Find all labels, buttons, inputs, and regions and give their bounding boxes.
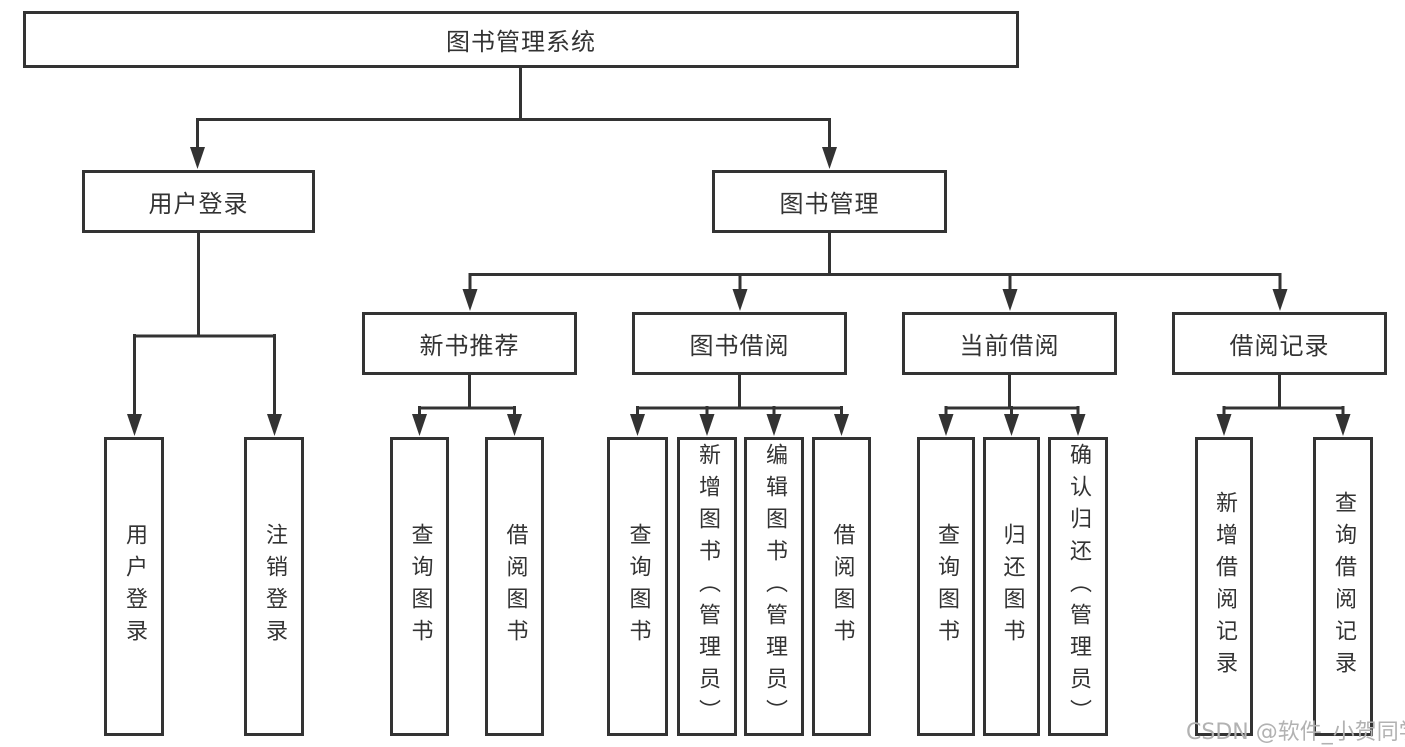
leaf-edit-book-admin: 编辑图书（管理员） [744,437,804,736]
arrow-down-icon [822,147,837,169]
arrow-down-icon [127,414,142,436]
leaf-query-books-borrowing-label: 查询图书 [625,522,651,651]
arrow-down-icon [1070,414,1086,436]
arrow-down-icon [766,414,782,436]
leaf-edit-book-admin-label: 编辑图书（管理员） [762,442,787,731]
node-current-borrowing-label: 当前借阅 [959,332,1060,360]
arrow-down-icon [630,414,645,436]
node-user-login-label: 用户登录 [148,190,249,218]
arrow-down-icon [1216,414,1232,436]
leaf-query-borrow-record: 查询借阅记录 [1313,437,1373,736]
leaf-query-books-recommend: 查询图书 [390,437,449,736]
leaf-borrow-books-borrowing-label: 借阅图书 [829,522,855,651]
leaf-return-books-label: 归还图书 [999,522,1025,651]
node-library-management-system: 图书管理系统 [23,11,1019,68]
arrow-down-icon [699,414,715,436]
leaf-query-books-current: 查询图书 [917,437,975,736]
leaf-borrow-books-borrowing: 借阅图书 [812,437,871,736]
arrow-down-icon [834,414,849,436]
leaf-add-book-admin-label: 新增图书（管理员） [695,442,720,731]
leaf-borrow-books-recommend-label: 借阅图书 [502,522,528,651]
arrow-down-icon [190,147,205,169]
node-book-management-label: 图书管理 [779,190,880,218]
leaf-user-login: 用户登录 [104,437,164,736]
node-book-borrowing-label: 图书借阅 [689,332,790,360]
node-book-borrowing: 图书借阅 [632,312,847,375]
leaf-add-borrow-record: 新增借阅记录 [1195,437,1253,736]
arrow-down-icon [412,414,427,436]
node-book-management: 图书管理 [712,170,947,233]
leaf-confirm-return-admin-label: 确认归还（管理员） [1066,442,1091,731]
leaf-query-borrow-record-label: 查询借阅记录 [1331,490,1356,683]
leaf-add-book-admin: 新增图书（管理员） [677,437,737,736]
leaf-confirm-return-admin: 确认归还（管理员） [1048,437,1108,736]
leaf-return-books: 归还图书 [983,437,1040,736]
leaf-logout: 注销登录 [244,437,304,736]
arrow-down-icon [1272,289,1288,311]
node-borrowing-records: 借阅记录 [1172,312,1387,375]
arrow-down-icon [1335,414,1351,436]
node-user-login: 用户登录 [82,170,315,233]
arrow-down-icon [1004,414,1019,436]
leaf-query-books-current-label: 查询图书 [934,522,959,651]
leaf-borrow-books-recommend: 借阅图书 [485,437,544,736]
node-new-book-recommendation: 新书推荐 [362,312,577,375]
leaf-user-login-label: 用户登录 [122,522,147,651]
node-borrowing-records-label: 借阅记录 [1229,332,1330,360]
node-new-book-recommendation-label: 新书推荐 [419,332,520,360]
arrow-down-icon [938,414,954,436]
node-current-borrowing: 当前借阅 [902,312,1117,375]
arrow-down-icon [507,414,522,436]
node-library-management-system-label: 图书管理系统 [446,28,596,56]
leaf-add-borrow-record-label: 新增借阅记录 [1212,490,1237,683]
arrow-down-icon [732,289,748,311]
leaf-query-books-borrowing: 查询图书 [607,437,668,736]
leaf-logout-label: 注销登录 [262,522,287,651]
arrow-down-icon [462,289,478,311]
arrow-down-icon [1002,289,1018,311]
arrowheads [127,147,1351,436]
watermark: CSDN @软件_小贺同学 [1186,720,1405,745]
leaf-query-books-recommend-label: 查询图书 [407,522,433,651]
arrow-down-icon [267,414,282,436]
